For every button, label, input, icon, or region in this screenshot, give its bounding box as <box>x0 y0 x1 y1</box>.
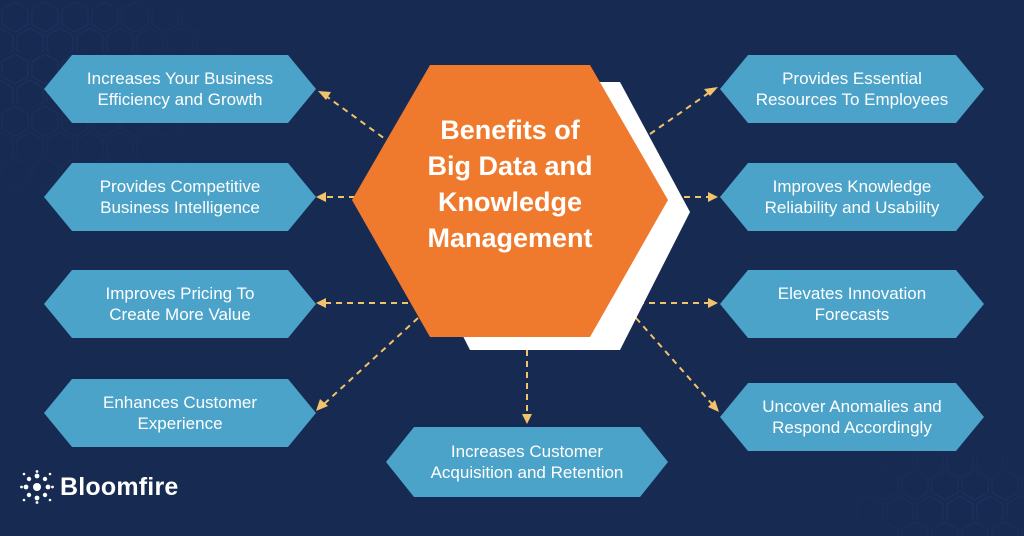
center-title: Benefits of Big Data and Knowledge Manag… <box>390 112 630 256</box>
benefit-innovation-forecasts: Elevates Innovation Forecasts <box>720 270 984 338</box>
title-line-1: Benefits of <box>440 115 580 145</box>
benefit-efficiency-growth: Increases Your Business Efficiency and G… <box>44 55 316 123</box>
benefit-label: Improves Pricing To Create More Value <box>105 284 255 324</box>
title-line-4: Management <box>427 223 593 253</box>
benefit-pricing-value: Improves Pricing To Create More Value <box>44 270 316 338</box>
benefit-customer-acquisition: Increases Customer Acquisition and Reten… <box>386 427 668 497</box>
benefit-customer-experience: Enhances Customer Experience <box>44 379 316 447</box>
connector-arrows <box>323 91 713 416</box>
benefit-knowledge-reliability: Improves Knowledge Reliability and Usabi… <box>720 163 984 231</box>
benefit-label: Enhances Customer Experience <box>102 393 258 433</box>
benefit-label: Increases Your Business Efficiency and G… <box>86 69 274 109</box>
title-line-2: Big Data and <box>427 151 593 181</box>
title-line-3: Knowledge <box>437 187 582 217</box>
benefit-label: Elevates Innovation Forecasts <box>777 284 927 324</box>
benefit-uncover-anomalies: Uncover Anomalies and Respond Accordingl… <box>720 383 984 451</box>
benefit-label: Provides Competitive Business Intelligen… <box>99 177 261 217</box>
benefit-label: Improves Knowledge Reliability and Usabi… <box>764 177 940 217</box>
benefit-label: Provides Essential Resources To Employee… <box>755 69 949 109</box>
bloomfire-logo-icon <box>20 470 54 504</box>
benefit-label: Uncover Anomalies and Respond Accordingl… <box>762 397 942 437</box>
benefit-competitive-intelligence: Provides Competitive Business Intelligen… <box>44 163 316 231</box>
brand-name: Bloomfire <box>60 472 179 501</box>
benefit-essential-resources: Provides Essential Resources To Employee… <box>720 55 984 123</box>
bloomfire-logo: Bloomfire <box>20 470 178 504</box>
arrowheads <box>316 87 719 424</box>
benefit-label: Increases Customer Acquisition and Reten… <box>430 442 624 482</box>
center-hexagon <box>352 65 668 337</box>
